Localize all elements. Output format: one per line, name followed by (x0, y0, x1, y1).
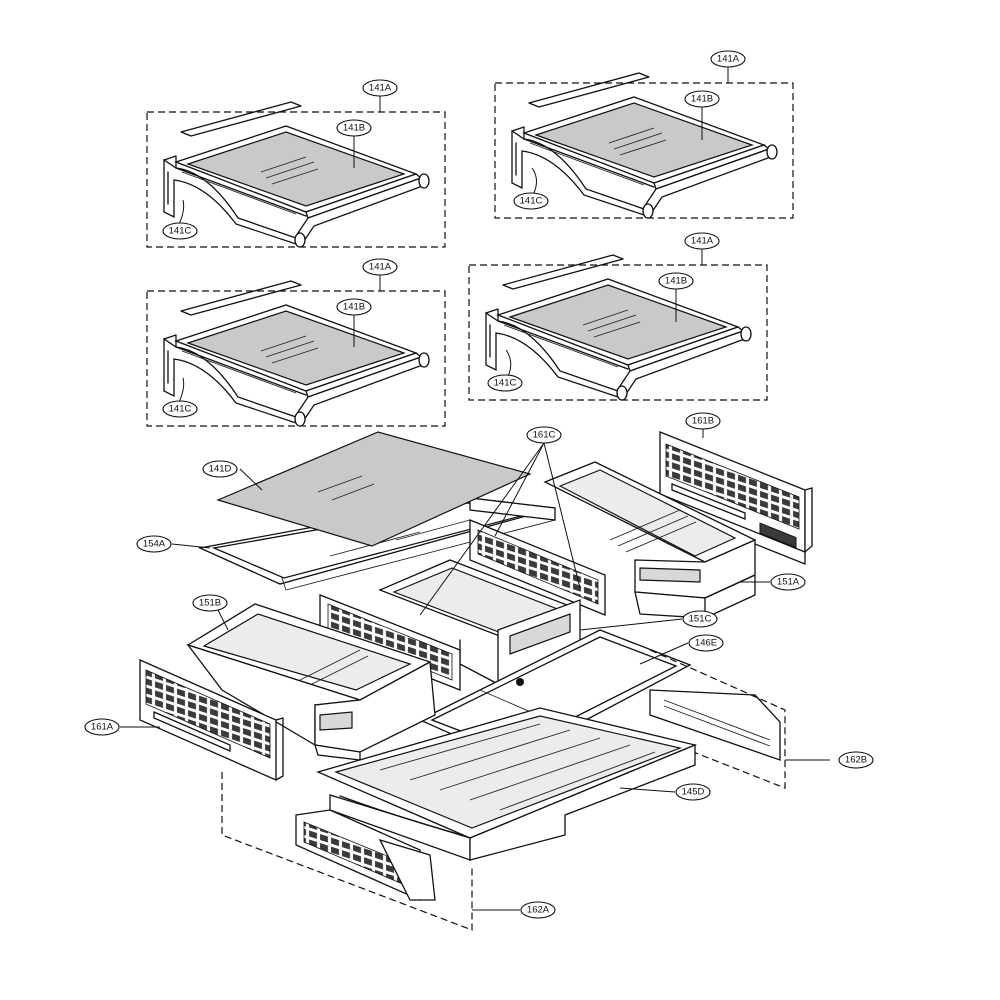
callout-141B-3: 141B (336, 298, 372, 316)
tray-151C (378, 559, 582, 685)
callout-146E: 146E (688, 634, 724, 652)
callout-146E-label: 146E (695, 638, 717, 649)
callout-141C-3: 141C (162, 400, 198, 418)
center-rack (469, 519, 606, 616)
shelf-assembly-1 (146, 96, 446, 248)
callout-141A-2-label: 141A (717, 54, 740, 65)
callout-154A-label: 154A (143, 539, 166, 550)
callout-161A-label: 161A (91, 722, 114, 733)
callout-141B-3-label: 141B (343, 302, 365, 313)
callout-151A-label: 151A (777, 577, 800, 588)
callout-162B-label: 162B (845, 755, 867, 766)
callout-145D: 145D (675, 783, 711, 801)
shelf-assembly-2 (494, 67, 794, 219)
callout-161B: 161B (685, 412, 721, 430)
callout-141B-2-label: 141B (691, 94, 713, 105)
rack-161A (139, 659, 284, 781)
drawer-145D (316, 707, 698, 861)
callout-151C-label: 151C (689, 614, 712, 625)
glass-141D (216, 431, 532, 547)
callout-141A-3-label: 141A (369, 262, 392, 273)
callout-145D-label: 145D (682, 787, 705, 798)
callout-141A-1-label: 141A (369, 83, 392, 94)
rail-162B (649, 649, 830, 789)
callout-141C-1-label: 141C (169, 226, 192, 237)
crisper-151B (186, 603, 436, 761)
callout-161C: 161C (526, 426, 562, 444)
callout-162B: 162B (838, 751, 874, 769)
callout-162A: 162A (520, 901, 556, 919)
callout-141C-2: 141C (513, 192, 549, 210)
rail-162A (221, 772, 520, 931)
callout-162A-label: 162A (527, 905, 550, 916)
callout-141B-4-label: 141B (665, 276, 687, 287)
callout-154A: 154A (136, 535, 172, 553)
callout-161C-label: 161C (533, 430, 556, 441)
callout-161B-label: 161B (692, 416, 714, 427)
callout-141B-1: 141B (336, 119, 372, 137)
callout-141A-2: 141A (710, 50, 746, 68)
callout-151B: 151B (192, 594, 228, 612)
callout-141C-3-label: 141C (169, 404, 192, 415)
callout-141B-1-label: 141B (343, 123, 365, 134)
callout-141A-4-label: 141A (691, 236, 714, 247)
callout-141C-1: 141C (162, 222, 198, 240)
callout-151A: 151A (770, 573, 806, 591)
callout-141A-3: 141A (362, 258, 398, 276)
callout-151C: 151C (682, 610, 718, 628)
crisper-151A (543, 461, 757, 619)
callout-141D-label: 141D (209, 464, 232, 475)
callout-141B-2: 141B (684, 90, 720, 108)
callout-141C-2-label: 141C (520, 196, 543, 207)
callout-141D: 141D (202, 460, 238, 478)
callout-141B-4: 141B (658, 272, 694, 290)
callout-141A-4: 141A (684, 232, 720, 250)
callout-161A: 161A (84, 718, 120, 736)
callout-141C-4-label: 141C (494, 378, 517, 389)
callout-151B-label: 151B (199, 598, 221, 609)
callout-141C-4: 141C (487, 374, 523, 392)
callout-141A-1: 141A (362, 79, 398, 97)
leader-lines-lower (120, 429, 770, 793)
